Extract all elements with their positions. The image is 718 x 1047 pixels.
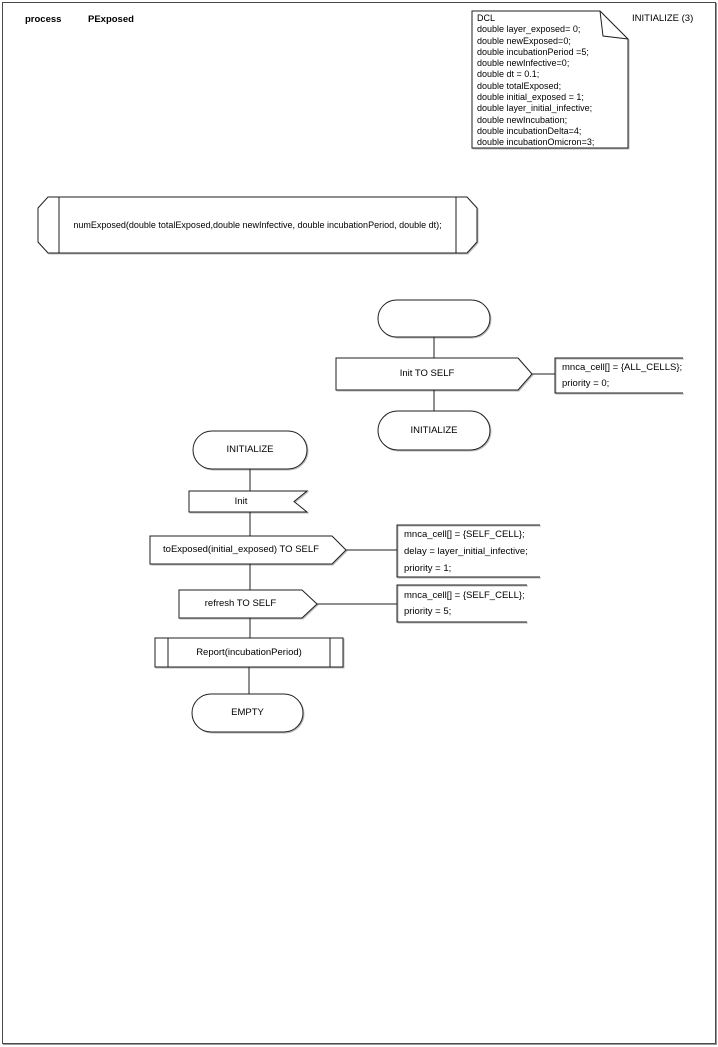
output-init-label: Init TO SELF <box>399 368 455 379</box>
comment-refresh-symbol[interactable] <box>396 584 527 623</box>
output-refresh-symbol[interactable] <box>178 589 318 619</box>
state-empty-label: EMPTY <box>231 707 264 718</box>
comment-init-symbol[interactable] <box>554 357 683 394</box>
procedure-call-symbol[interactable] <box>154 637 344 668</box>
procedure-declaration-text: numExposed(double totalExposed,double ne… <box>73 220 442 230</box>
comment-toexposed-symbol[interactable] <box>396 524 540 578</box>
procedure-declaration-symbol[interactable] <box>37 196 478 254</box>
comment-refresh-text: mnca_cell[] = {SELF_CELL}; priority = 5; <box>404 590 525 617</box>
output-toexposed-label: toExposed(initial_exposed) TO SELF <box>163 544 319 555</box>
state-initialize-label: INITIALIZE <box>226 444 274 455</box>
comment-toexposed-text: mnca_cell[] = {SELF_CELL}; delay = layer… <box>404 529 528 574</box>
state-initialize-next-label: INITIALIZE <box>410 424 458 436</box>
process-keyword-label: process <box>25 14 62 25</box>
process-name-label: PExposed <box>88 14 134 25</box>
dcl-text-symbol[interactable] <box>471 10 629 149</box>
comment-init-text: mnca_cell[] = {ALL_CELLS}; priority = 0; <box>562 362 683 389</box>
output-refresh-label: refresh TO SELF <box>204 598 277 609</box>
start-symbol[interactable] <box>377 299 491 338</box>
state-empty-symbol[interactable] <box>191 693 304 733</box>
input-init-symbol[interactable] <box>188 490 309 513</box>
procedure-call-label: Report(incubationPeriod) <box>196 646 302 658</box>
output-toexposed-symbol[interactable] <box>149 535 347 565</box>
output-init-symbol[interactable] <box>335 357 533 391</box>
input-init-label: Init <box>234 495 248 507</box>
page-reference-label: INITIALIZE (3) <box>632 13 694 24</box>
dcl-fold-corner <box>599 10 629 40</box>
state-initialize-next-symbol[interactable] <box>377 410 491 451</box>
dcl-declarations-text: DCL double layer_exposed= 0; double newE… <box>477 13 595 148</box>
